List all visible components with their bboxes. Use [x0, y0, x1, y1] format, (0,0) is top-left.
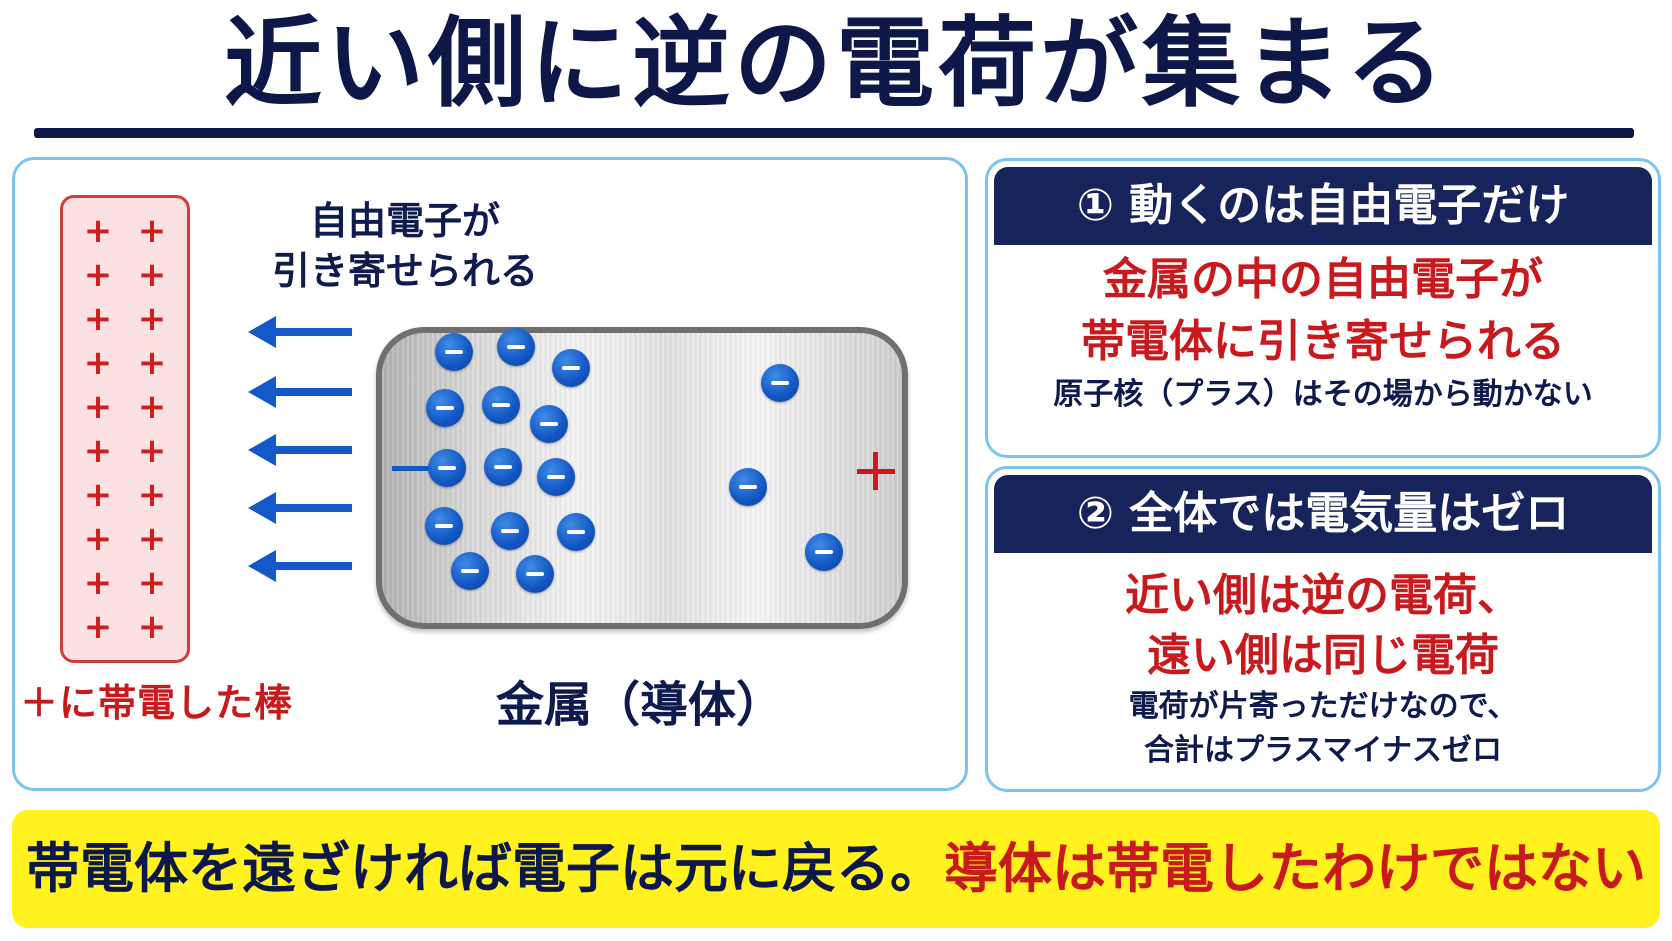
left-arrow-icon	[248, 374, 352, 410]
left-arrow-icon	[248, 314, 352, 350]
metal-conductor	[376, 327, 908, 629]
rod-plus-sign: +	[83, 519, 113, 559]
rod-plus-sign: +	[83, 431, 113, 471]
point1-emphasis-line2: 帯電体に引き寄せられる	[1081, 316, 1565, 367]
summary-bar: 帯電体を遠ざければ電子は元に戻る。導体は帯電したわけではない	[12, 810, 1660, 928]
rod-plus-sign: +	[83, 563, 113, 603]
rod-plus-sign: +	[137, 431, 167, 471]
point2-panel: ② 全体では電気量はゼロ 近い側は逆の電荷、 遠い側は同じ電荷 電荷が片寄っただ…	[985, 466, 1661, 792]
rod-plus-sign: +	[83, 255, 113, 295]
electron-icon	[435, 333, 473, 371]
rod-plus-sign: +	[137, 299, 167, 339]
point2-emphasis-line2: 遠い側は同じ電荷	[1147, 630, 1499, 681]
electron-icon	[761, 364, 799, 402]
electron-icon	[425, 507, 463, 545]
rod-caption: ＋に帯電した棒	[20, 681, 294, 725]
point2-emphasis-line1: 近い側は逆の電荷、	[1125, 570, 1521, 621]
point1-header: ① 動くのは自由電子だけ	[994, 167, 1652, 245]
rod-plus-sign: +	[137, 475, 167, 515]
charged-rod: ++++++++++++++++++++	[60, 195, 190, 663]
electron-attraction-caption: 自由電子が 引き寄せられる	[240, 196, 570, 296]
point2-note-line2: 合計はプラスマイナスゼロ	[1144, 733, 1502, 768]
left-arrow-icon	[248, 432, 352, 468]
point1-emphasis-line1: 金属の中の自由電子が	[1103, 254, 1543, 305]
electron-icon	[516, 555, 554, 593]
electron-icon	[805, 533, 843, 571]
electron-icon	[497, 328, 535, 366]
rod-plus-sign: +	[137, 563, 167, 603]
metal-caption: 金属（導体）	[495, 677, 784, 733]
left-arrow-icon	[248, 490, 352, 526]
electron-icon	[729, 468, 767, 506]
far-side-positive-sign-vertical	[873, 452, 878, 490]
electron-icon	[482, 386, 520, 424]
rod-plus-sign: +	[83, 387, 113, 427]
rod-plus-sign: +	[83, 211, 113, 251]
summary-part2: 導体は帯電したわけではない	[944, 837, 1646, 900]
rod-plus-sign: +	[83, 607, 113, 647]
rod-plus-sign: +	[137, 519, 167, 559]
electron-icon	[552, 349, 590, 387]
electron-icon	[426, 389, 464, 427]
point1-panel: ① 動くのは自由電子だけ 金属の中の自由電子が 帯電体に引き寄せられる 原子核（…	[985, 158, 1661, 458]
rod-plus-sign: +	[137, 387, 167, 427]
electron-icon	[530, 405, 568, 443]
electron-icon	[491, 512, 529, 550]
left-arrow-icon	[248, 548, 352, 584]
rod-plus-sign: +	[83, 299, 113, 339]
electron-icon	[428, 449, 466, 487]
page-title: 近い側に逆の電荷が集まる	[223, 7, 1448, 121]
electron-icon	[557, 513, 595, 551]
rod-plus-sign: +	[137, 211, 167, 251]
electron-caption-line1: 自由電子が	[309, 199, 500, 243]
electron-icon	[537, 458, 575, 496]
point2-note-line1: 電荷が片寄っただけなので、	[1128, 689, 1518, 724]
near-side-negative-sign	[392, 466, 432, 471]
point2-header: ② 全体では電気量はゼロ	[994, 475, 1652, 553]
summary-part1: 帯電体を遠ざければ電子は元に戻る。	[26, 837, 944, 900]
electron-icon	[484, 448, 522, 486]
title-underline	[34, 128, 1634, 138]
rod-plus-sign: +	[137, 607, 167, 647]
rod-plus-sign: +	[137, 343, 167, 383]
rod-plus-sign: +	[83, 475, 113, 515]
electron-icon	[451, 552, 489, 590]
rod-plus-sign: +	[137, 255, 167, 295]
electron-caption-line2: 引き寄せられる	[271, 249, 538, 293]
point1-note: 原子核（プラス）はその場から動かない	[1053, 377, 1593, 412]
rod-plus-sign: +	[83, 343, 113, 383]
